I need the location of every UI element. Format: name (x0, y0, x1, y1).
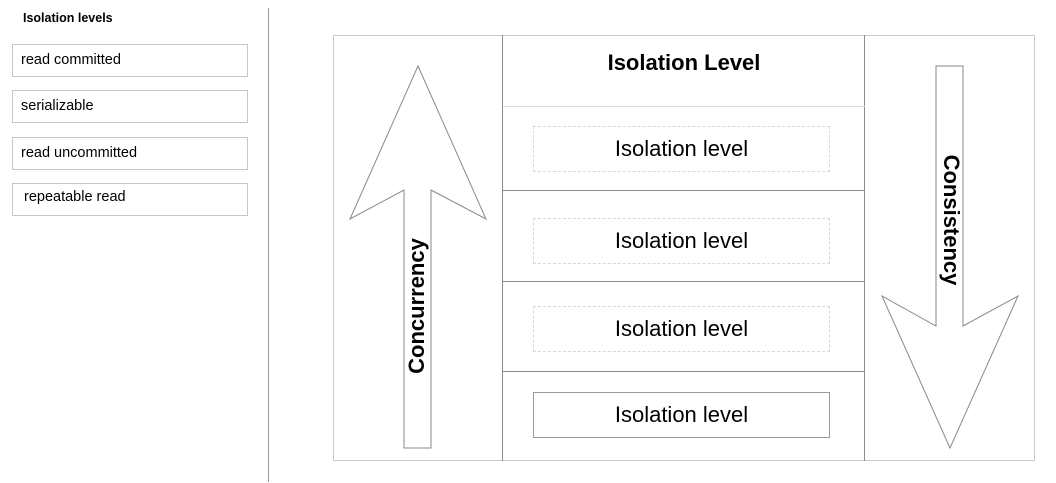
column-divider-left (502, 35, 503, 461)
row-divider (503, 371, 865, 372)
header-divider (503, 106, 865, 107)
panel-divider (268, 8, 269, 482)
row-divider (503, 190, 865, 191)
isolation-levels-title: Isolation levels (23, 11, 113, 25)
drop-target-slot-4[interactable]: Isolation level (533, 392, 830, 438)
diagram-frame (333, 35, 1035, 461)
drop-target-slot-2[interactable]: Isolation level (533, 218, 830, 264)
draggable-option-read-uncommitted[interactable]: read uncommitted (12, 137, 248, 170)
consistency-label: Consistency (939, 154, 964, 286)
draggable-option-repeatable-read[interactable]: repeatable read (12, 183, 248, 216)
row-divider (503, 281, 865, 282)
draggable-option-read-committed[interactable]: read committed (12, 44, 248, 77)
concurrency-label: Concurrency (404, 238, 429, 374)
drop-target-slot-1[interactable]: Isolation level (533, 126, 830, 172)
drop-target-slot-3[interactable]: Isolation level (533, 306, 830, 352)
diagram-header: Isolation Level (607, 50, 761, 75)
column-divider-right (864, 35, 865, 461)
draggable-option-serializable[interactable]: serializable (12, 90, 248, 123)
